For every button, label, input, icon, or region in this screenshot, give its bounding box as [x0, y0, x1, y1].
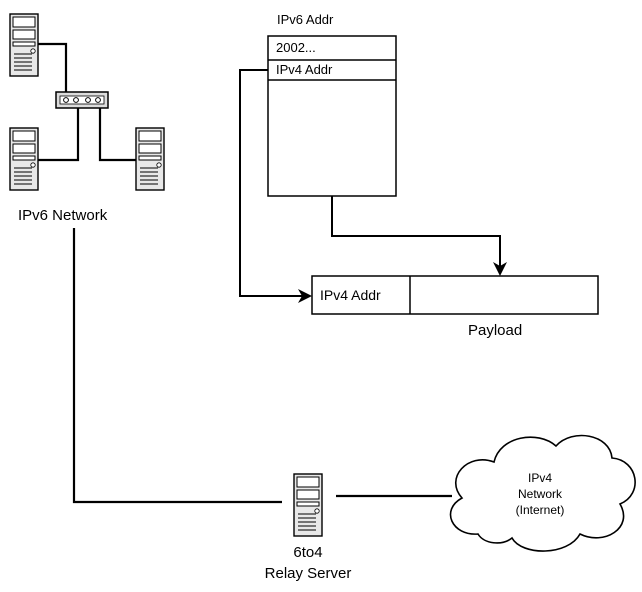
ipv6-network-label: IPv6 Network [18, 207, 108, 224]
ipv4-packet-body [311, 275, 599, 315]
ipv6-packet-body [267, 35, 397, 197]
ipv6-packet [267, 35, 397, 197]
link-top-host [36, 42, 68, 96]
relay-server-label-line2: Relay Server [264, 565, 352, 582]
ipv6-prefix-field: 2002... [276, 40, 316, 55]
host-right-server-icon [135, 127, 165, 191]
host-left-server-icon [9, 127, 39, 191]
ipv4-address-field: IPv4 Addr [320, 287, 381, 303]
hub-links [36, 42, 452, 504]
ipv6-ipv4-address-field: IPv4 Addr [276, 62, 333, 77]
link-network-to-relay [72, 228, 282, 504]
link-left-host [36, 108, 80, 162]
link-right-host [98, 108, 136, 162]
ipv4-packet [311, 275, 599, 315]
host-top-server-icon [9, 13, 39, 77]
arrow-payload [331, 196, 507, 276]
network-hub-icon [55, 91, 109, 109]
cloud-label-line1: IPv4 [527, 471, 552, 485]
payload-label: Payload [468, 322, 523, 339]
cloud-icon [449, 434, 636, 552]
packet-arrows [239, 69, 507, 303]
relay-server-icon [293, 473, 323, 537]
relay-server-label-line1: 6to4 [293, 544, 323, 561]
ipv6-packet-header-label: IPv6 Addr [277, 12, 334, 27]
cloud-label-line3: (Internet) [515, 503, 565, 517]
arrow-ipv4-addr-extract [239, 69, 312, 303]
cloud-label-line2: Network [517, 487, 562, 501]
